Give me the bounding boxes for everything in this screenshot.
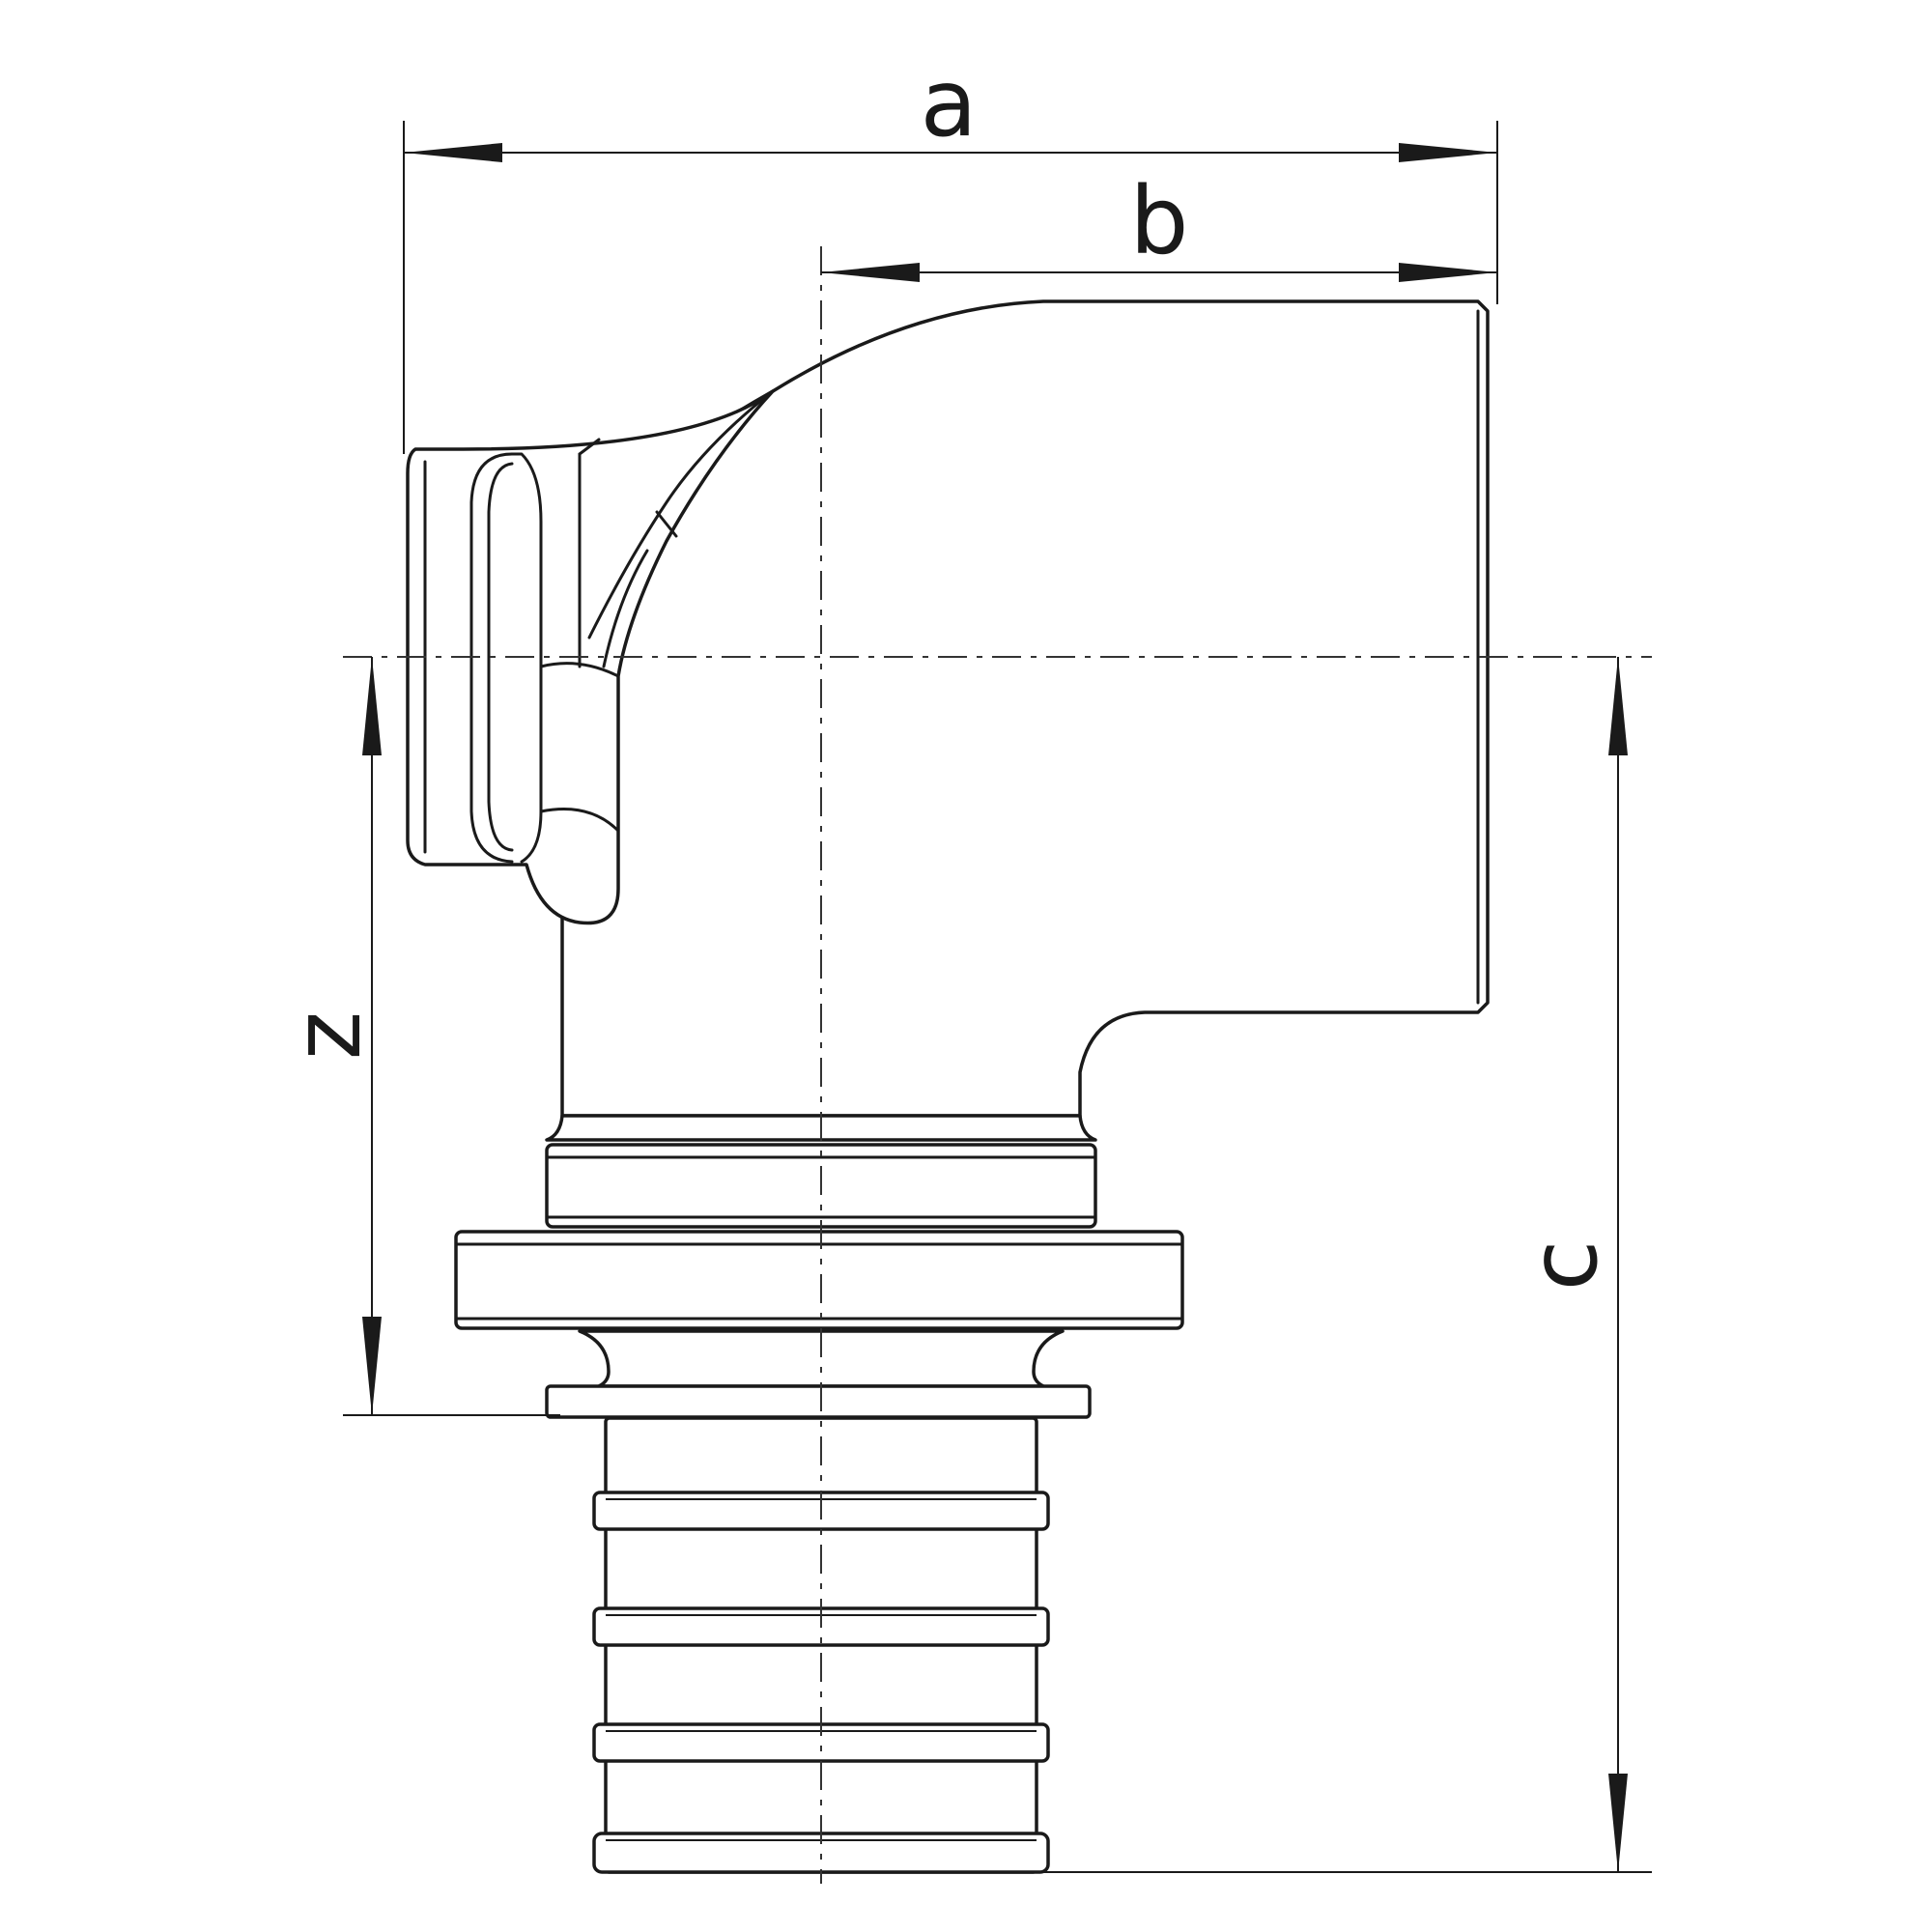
arrow-a-left — [404, 143, 502, 162]
arrow-z-top — [362, 657, 382, 755]
flange-tick-2 — [655, 510, 678, 538]
dimension-label-c: c — [1510, 1240, 1618, 1292]
arrow-a-right — [1399, 143, 1497, 162]
dimension-label-b: b — [1130, 167, 1189, 275]
arrow-c-top — [1608, 657, 1628, 755]
flange-tick-1 — [578, 438, 601, 456]
arrow-b-right — [1399, 263, 1497, 282]
flange-ring-inner — [487, 462, 514, 852]
arrow-z-bottom — [362, 1317, 382, 1415]
wall-flange — [406, 389, 775, 925]
dimension-a: a — [403, 49, 1498, 454]
flange-curve-2 — [587, 389, 775, 639]
dimension-label-a: a — [921, 49, 978, 157]
flange-curve-3 — [602, 549, 649, 668]
dimension-b: b — [821, 167, 1497, 282]
flange-disc — [454, 1230, 1184, 1330]
dimension-z: z — [273, 657, 560, 1416]
dimension-label-z: z — [273, 1011, 382, 1060]
arrow-b-left — [821, 263, 920, 282]
elbow-body — [541, 299, 1490, 1118]
lower-collar — [545, 1384, 1092, 1419]
flange-inner-edge — [510, 452, 543, 864]
dimension-c: c — [1038, 657, 1652, 1873]
arrow-c-bottom — [1608, 1774, 1628, 1872]
flange-lower-bulge — [539, 808, 620, 833]
flange-seat — [539, 662, 620, 678]
elbow-fitting — [406, 299, 1490, 1874]
